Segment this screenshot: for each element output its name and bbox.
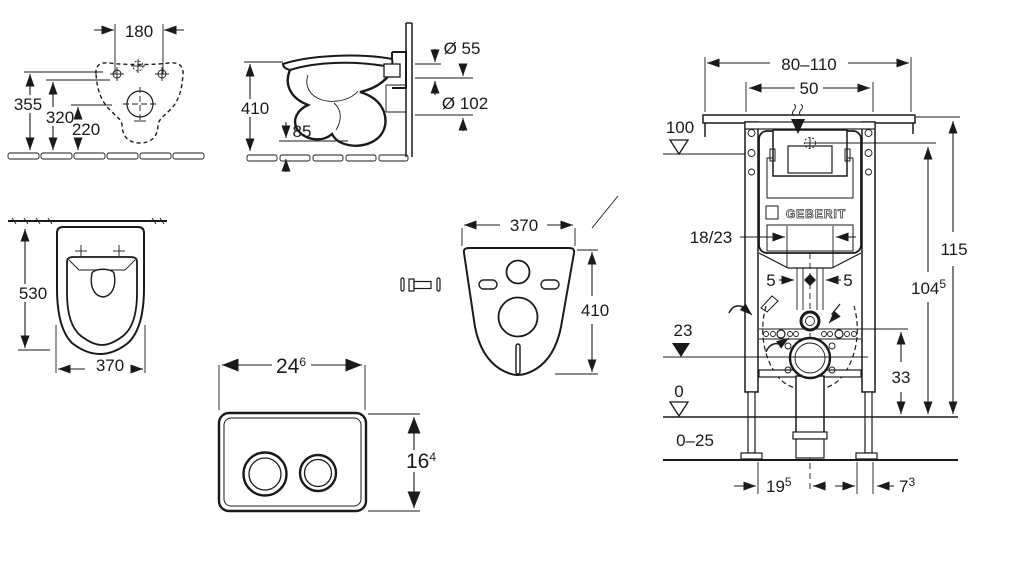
dim-foot-offset-label: 195 bbox=[766, 475, 792, 496]
frame-rails bbox=[740, 121, 878, 460]
seat-ring bbox=[66, 256, 138, 346]
dim-pipe-offsets: 5 5 bbox=[766, 271, 852, 290]
dim-height-total: 115 bbox=[916, 116, 968, 414]
gasket-outline bbox=[462, 247, 576, 377]
dim-depth-label: 530 bbox=[19, 284, 47, 303]
dim-fixing-height: 33 bbox=[892, 332, 911, 414]
dim-height-mid: 320 bbox=[46, 79, 110, 150]
adjust-arrows bbox=[728, 303, 841, 353]
figure-flush-plate: 246 164 bbox=[217, 355, 436, 513]
dim-inlet-label: Ø 55 bbox=[444, 39, 481, 58]
wall-hatch bbox=[11, 217, 165, 225]
level-23: 23 bbox=[663, 321, 868, 358]
figure-gasket: 370 410 bbox=[400, 195, 619, 377]
dim-height-mid-label: 320 bbox=[46, 108, 74, 127]
floor-range-label: 0–25 bbox=[676, 431, 714, 450]
dim-plate-width: 246 bbox=[218, 355, 366, 410]
gasket-slot-right bbox=[540, 279, 560, 290]
dim-bolt-spacing-label: 180 bbox=[125, 22, 153, 41]
dim-height-total-label: 115 bbox=[940, 240, 967, 259]
wall bbox=[405, 22, 413, 157]
drain-mark bbox=[123, 87, 157, 122]
fixing-bolts-icon bbox=[400, 277, 441, 292]
dim-height: 410 bbox=[241, 61, 283, 151]
figure-rear-view: 180 355 320 220 bbox=[7, 22, 205, 160]
plate-outline bbox=[217, 411, 368, 513]
gasket-slot-left bbox=[478, 279, 498, 290]
fixing-row bbox=[759, 328, 908, 340]
drain-duct bbox=[795, 375, 825, 434]
level-0: 0 bbox=[668, 382, 690, 418]
leader-line bbox=[591, 195, 619, 229]
dim-hanger-width: 50 bbox=[745, 79, 874, 112]
dim-plate-height-label: 164 bbox=[406, 450, 436, 473]
dim-inlet-outlet: Ø 55 Ø 102 bbox=[415, 39, 488, 131]
dim-width: 370 bbox=[55, 325, 146, 375]
dim-foot-depth-label: 73 bbox=[899, 475, 915, 496]
dim-rail-width: 80–110 bbox=[704, 55, 912, 112]
insert-arrow bbox=[791, 119, 805, 134]
dim-hanger-width-label: 50 bbox=[800, 79, 819, 98]
foot-right bbox=[855, 452, 878, 460]
dim-height-low: 220 bbox=[71, 104, 112, 150]
seat-hinge-marks bbox=[75, 245, 125, 257]
dim-outlet-label: Ø 102 bbox=[442, 94, 488, 113]
dim-gasket-height-label: 410 bbox=[581, 301, 609, 320]
dim-plate-height: 164 bbox=[368, 413, 436, 512]
dim-offset-left-label: 5 bbox=[766, 271, 775, 290]
foot-left bbox=[740, 452, 763, 460]
dim-gasket-width: 370 bbox=[461, 216, 576, 246]
dim-clearance-label: 85 bbox=[293, 122, 312, 141]
level-0-label: 0 bbox=[674, 382, 683, 401]
rear-outline bbox=[95, 62, 184, 144]
level-100: 100 bbox=[663, 118, 745, 156]
vent-squiggle bbox=[792, 103, 803, 117]
floor-tiles bbox=[246, 154, 409, 162]
inspection-box bbox=[769, 129, 851, 177]
dim-height-label: 410 bbox=[241, 99, 269, 118]
dim-gasket-width-label: 370 bbox=[510, 216, 538, 235]
dim-offset-right-label: 5 bbox=[843, 271, 852, 290]
gasket-hole-small bbox=[505, 259, 531, 285]
gasket-hole-large bbox=[497, 296, 539, 338]
toilet-profile bbox=[281, 51, 407, 147]
dim-clearance: 85 bbox=[279, 122, 348, 172]
figure-frame: GEBERIT bbox=[663, 55, 968, 496]
level-100-label: 100 bbox=[666, 118, 694, 137]
gasket-slot-bottom bbox=[515, 343, 521, 375]
drain-socket bbox=[792, 431, 828, 459]
dim-foot-row: 195 73 bbox=[734, 462, 915, 496]
water-area bbox=[90, 268, 116, 298]
dim-plate-width-label: 246 bbox=[276, 355, 306, 378]
dim-height-plate-label: 1045 bbox=[911, 277, 946, 298]
flush-button-large bbox=[242, 451, 288, 497]
dim-gasket-height: 410 bbox=[555, 249, 609, 375]
dim-height-low-label: 220 bbox=[72, 120, 100, 139]
flush-button-small bbox=[298, 453, 338, 493]
plate-inner bbox=[223, 417, 362, 507]
fixing-holes bbox=[110, 67, 169, 81]
level-23-label: 23 bbox=[674, 321, 693, 340]
brand-label: GEBERIT bbox=[786, 207, 846, 221]
dim-height-plate: 1045 bbox=[816, 142, 946, 414]
figure-side-view: 410 85 Ø 55 Ø 102 bbox=[241, 22, 488, 172]
dim-height-rim-label: 355 bbox=[14, 95, 42, 114]
dim-depth: 530 bbox=[18, 229, 50, 351]
dim-width-label: 370 bbox=[96, 356, 124, 375]
floor-tiles bbox=[7, 152, 205, 160]
dim-rail-width-label: 80–110 bbox=[781, 55, 836, 74]
figure-top-view: 530 370 bbox=[8, 217, 167, 375]
brand-icon bbox=[765, 205, 779, 220]
dim-inlet-offset: 18/23 bbox=[690, 226, 856, 268]
dim-bolt-spacing: 180 bbox=[94, 22, 184, 74]
dim-inlet-offset-label: 18/23 bbox=[690, 228, 733, 247]
dim-fixing-height-label: 33 bbox=[892, 368, 911, 387]
center-mark bbox=[131, 59, 145, 73]
dim-height-rim: 355 bbox=[14, 71, 103, 150]
